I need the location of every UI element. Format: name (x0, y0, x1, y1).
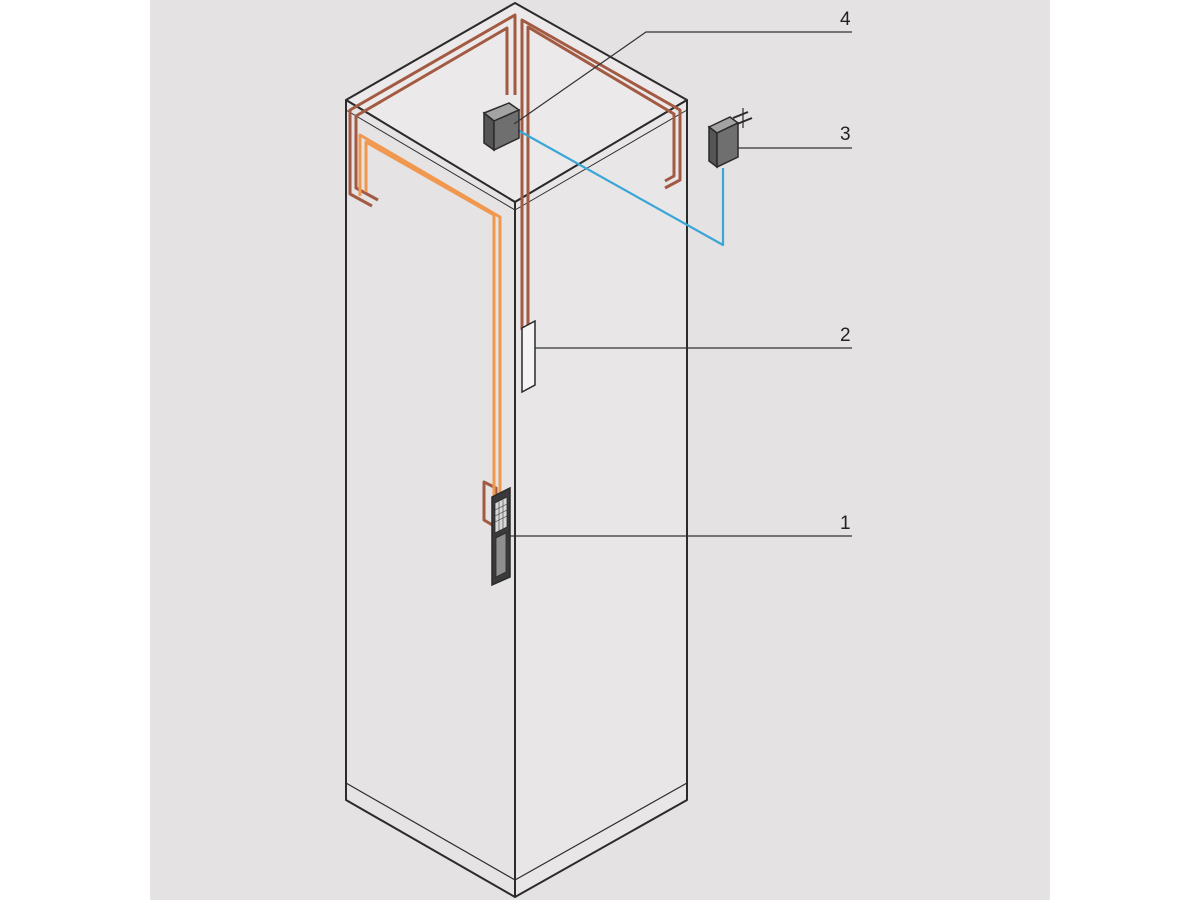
top-bevel-line (345, 109, 688, 211)
enclosure-cabinet (345, 2, 688, 898)
callout-label-4: 4 (840, 9, 851, 30)
cable-blue (513, 127, 725, 247)
leader-line-4 (513, 31, 852, 125)
door-sensor-strip (521, 319, 536, 394)
power-adapter-device (707, 108, 753, 169)
plinth-line-right (514, 782, 688, 881)
leader-lines (508, 31, 852, 537)
callout-label-2: 2 (840, 325, 851, 346)
cabinet-left-face (345, 99, 516, 898)
control-unit-device (482, 102, 521, 152)
plinth-line-left (345, 782, 516, 881)
callout-label-3: 3 (840, 124, 851, 145)
keypad-handle-device (491, 486, 511, 587)
cabinet-right-face (514, 99, 688, 898)
callout-label-1: 1 (840, 513, 851, 534)
cable-orange (358, 133, 502, 520)
